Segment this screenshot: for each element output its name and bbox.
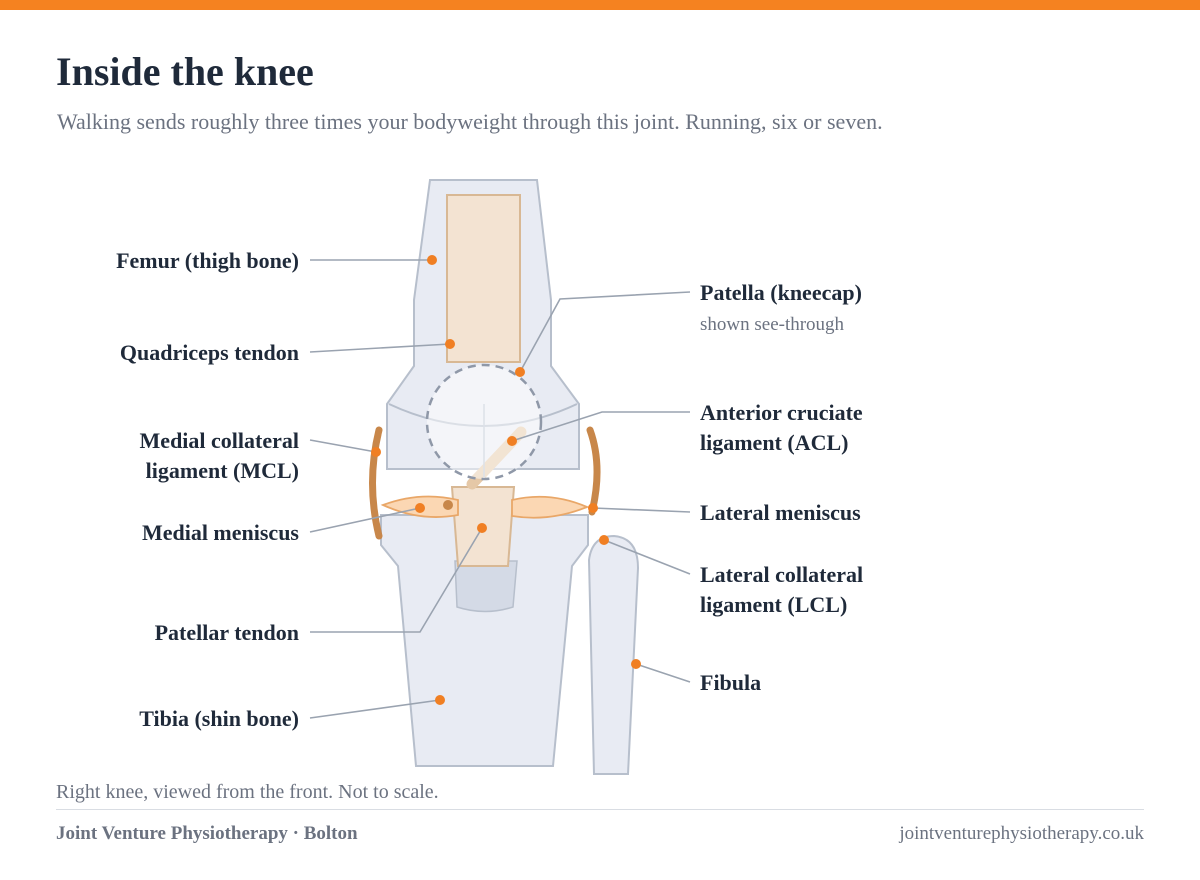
label-quadriceps-tendon: Quadriceps tendon — [120, 340, 299, 365]
leader-patella — [519, 291, 691, 373]
acl-attachment — [443, 500, 453, 510]
leader-mcl — [309, 439, 377, 453]
leader-patellar-tendon — [310, 527, 483, 633]
label-tibia: Tibia (shin bone) — [139, 706, 299, 731]
dot-patellar-tendon — [477, 523, 487, 533]
leader-fibula — [635, 663, 691, 683]
dot-quadriceps-tendon — [445, 339, 455, 349]
dot-patella — [515, 367, 525, 377]
dot-mcl — [371, 447, 381, 457]
leader-acl — [511, 411, 690, 442]
leader-lateral-meniscus — [592, 507, 691, 513]
dot-medial-meniscus — [415, 503, 425, 513]
dot-tibia — [435, 695, 445, 705]
label-acl-line2: ligament (ACL) — [700, 430, 848, 455]
footer-website: jointventurephysiotherapy.co.uk — [899, 823, 1144, 844]
leader-tibia — [309, 699, 441, 719]
leader-quadriceps-tendon — [309, 343, 451, 353]
dot-lcl — [599, 535, 609, 545]
label-patellar-tendon: Patellar tendon — [155, 620, 299, 645]
label-acl-line1: Anterior cruciate — [700, 400, 863, 425]
tibial-tuberosity — [454, 560, 518, 613]
label-femur: Femur (thigh bone) — [116, 248, 299, 273]
dot-fibula — [631, 659, 641, 669]
leader-medial-meniscus — [309, 507, 421, 533]
quadriceps-tendon — [446, 194, 521, 363]
medial-collateral-ligament — [369, 426, 383, 540]
dot-femur — [427, 255, 437, 265]
leader-lcl — [603, 539, 691, 575]
dot-acl — [507, 436, 517, 446]
tibia-bone — [380, 514, 589, 767]
diagram-caption: Right knee, viewed from the front. Not t… — [56, 781, 439, 803]
footer-clinic-name: Joint Venture Physiotherapy · Bolton — [56, 823, 358, 844]
label-patella-note: shown see-through — [700, 314, 845, 335]
lateral-meniscus — [511, 495, 590, 519]
lateral-collateral-ligament — [586, 426, 601, 516]
dot-lateral-meniscus — [588, 503, 598, 513]
label-medial-meniscus: Medial meniscus — [142, 520, 299, 545]
footer-divider — [56, 809, 1144, 810]
page-subtitle: Walking sends roughly three times your b… — [57, 109, 883, 134]
label-mcl-line1: Medial collateral — [140, 428, 299, 453]
label-lcl-line1: Lateral collateral — [700, 562, 863, 587]
page-title: Inside the knee — [56, 49, 314, 94]
label-lateral-meniscus: Lateral meniscus — [700, 500, 861, 525]
label-patella: Patella (kneecap) — [700, 280, 862, 305]
label-lcl-line2: ligament (LCL) — [700, 592, 847, 617]
label-mcl-line2: ligament (MCL) — [146, 458, 299, 483]
fibula-bone — [587, 534, 640, 775]
top-accent-bar — [0, 0, 1200, 10]
label-fibula: Fibula — [700, 670, 761, 695]
